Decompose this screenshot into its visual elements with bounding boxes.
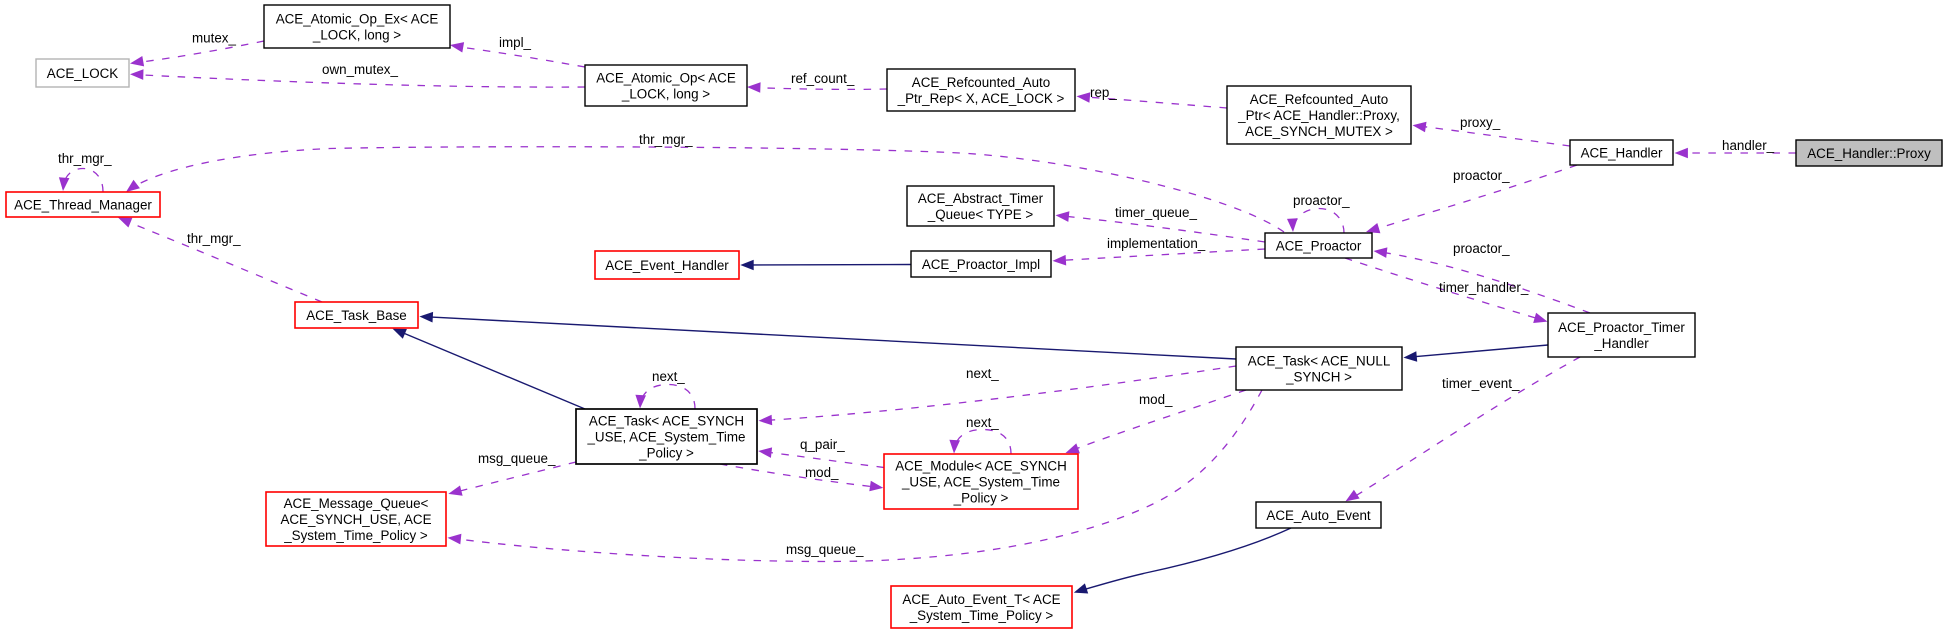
svg-text:_USE, ACE_System_Time: _USE, ACE_System_Time bbox=[586, 429, 745, 444]
svg-text:proactor_: proactor_ bbox=[1453, 168, 1510, 183]
svg-text:timer_handler_: timer_handler_ bbox=[1439, 280, 1529, 295]
svg-text:_Handler: _Handler bbox=[1593, 336, 1649, 351]
svg-text:q_pair_: q_pair_ bbox=[800, 437, 845, 452]
svg-text:ACE_Auto_Event: ACE_Auto_Event bbox=[1266, 508, 1370, 523]
svg-text:own_mutex_: own_mutex_ bbox=[322, 62, 398, 77]
svg-text:ACE_Module< ACE_SYNCH: ACE_Module< ACE_SYNCH bbox=[895, 458, 1067, 473]
svg-text:proactor_: proactor_ bbox=[1293, 193, 1350, 208]
svg-text:_System_Time_Policy >: _System_Time_Policy > bbox=[909, 608, 1054, 623]
svg-text:ACE_Proactor_Impl: ACE_Proactor_Impl bbox=[922, 257, 1040, 272]
svg-text:ref_count_: ref_count_ bbox=[791, 71, 855, 86]
svg-text:next_: next_ bbox=[652, 369, 685, 384]
svg-text:ACE_LOCK: ACE_LOCK bbox=[47, 66, 119, 81]
svg-text:msg_queue_: msg_queue_ bbox=[786, 542, 864, 557]
svg-text:ACE_Atomic_Op_Ex< ACE: ACE_Atomic_Op_Ex< ACE bbox=[276, 11, 439, 26]
svg-text:_System_Time_Policy >: _System_Time_Policy > bbox=[283, 528, 428, 543]
svg-text:timer_queue_: timer_queue_ bbox=[1115, 205, 1197, 220]
svg-text:ACE_Proactor: ACE_Proactor bbox=[1276, 238, 1362, 253]
svg-text:mutex_: mutex_ bbox=[192, 31, 236, 46]
svg-text:_USE, ACE_System_Time: _USE, ACE_System_Time bbox=[901, 474, 1060, 489]
svg-text:_LOCK, long >: _LOCK, long > bbox=[312, 27, 401, 42]
svg-text:proxy_: proxy_ bbox=[1460, 115, 1501, 130]
svg-text:impl_: impl_ bbox=[499, 35, 532, 50]
svg-text:mod_: mod_ bbox=[805, 465, 839, 480]
svg-text:ACE_Refcounted_Auto: ACE_Refcounted_Auto bbox=[912, 75, 1050, 90]
svg-text:thr_mgr_: thr_mgr_ bbox=[187, 231, 241, 246]
svg-text:ACE_SYNCH_USE, ACE: ACE_SYNCH_USE, ACE bbox=[280, 512, 431, 527]
svg-text:_LOCK, long >: _LOCK, long > bbox=[621, 86, 710, 101]
svg-text:mod_: mod_ bbox=[1139, 392, 1173, 407]
svg-text:_Policy >: _Policy > bbox=[953, 490, 1009, 505]
svg-text:_SYNCH >: _SYNCH > bbox=[1285, 369, 1352, 384]
svg-text:ACE_Abstract_Timer: ACE_Abstract_Timer bbox=[918, 191, 1044, 206]
svg-text:_Ptr< ACE_Handler::Proxy,: _Ptr< ACE_Handler::Proxy, bbox=[1237, 108, 1400, 123]
svg-text:_Policy >: _Policy > bbox=[638, 445, 694, 460]
svg-text:_Ptr_Rep< X, ACE_LOCK >: _Ptr_Rep< X, ACE_LOCK > bbox=[897, 91, 1065, 106]
svg-text:ACE_Atomic_Op< ACE: ACE_Atomic_Op< ACE bbox=[596, 70, 736, 85]
svg-text:ACE_Task< ACE_NULL: ACE_Task< ACE_NULL bbox=[1248, 353, 1391, 368]
svg-text:ACE_Thread_Manager: ACE_Thread_Manager bbox=[14, 197, 152, 212]
svg-text:ACE_Message_Queue<: ACE_Message_Queue< bbox=[284, 496, 429, 511]
svg-text:_Queue< TYPE >: _Queue< TYPE > bbox=[927, 207, 1034, 222]
svg-text:msg_queue_: msg_queue_ bbox=[478, 451, 556, 466]
svg-text:ACE_Task< ACE_SYNCH: ACE_Task< ACE_SYNCH bbox=[589, 413, 744, 428]
svg-text:ACE_Handler::Proxy: ACE_Handler::Proxy bbox=[1807, 146, 1931, 161]
svg-text:ACE_Proactor_Timer: ACE_Proactor_Timer bbox=[1558, 320, 1685, 335]
svg-text:ACE_SYNCH_MUTEX >: ACE_SYNCH_MUTEX > bbox=[1245, 124, 1393, 139]
svg-text:timer_event_: timer_event_ bbox=[1442, 376, 1520, 391]
svg-text:thr_mgr_: thr_mgr_ bbox=[58, 151, 112, 166]
svg-text:rep_: rep_ bbox=[1090, 85, 1117, 100]
svg-text:ACE_Auto_Event_T< ACE: ACE_Auto_Event_T< ACE bbox=[902, 592, 1060, 607]
svg-text:ACE_Event_Handler: ACE_Event_Handler bbox=[605, 258, 729, 273]
svg-text:next_: next_ bbox=[966, 415, 999, 430]
svg-text:proactor_: proactor_ bbox=[1453, 241, 1510, 256]
svg-text:handler_: handler_ bbox=[1722, 138, 1775, 153]
svg-text:thr_mgr_: thr_mgr_ bbox=[639, 132, 693, 147]
svg-text:ACE_Task_Base: ACE_Task_Base bbox=[306, 308, 406, 323]
svg-text:ACE_Handler: ACE_Handler bbox=[1581, 145, 1663, 160]
svg-text:next_: next_ bbox=[966, 366, 999, 381]
svg-text:implementation_: implementation_ bbox=[1107, 236, 1206, 251]
svg-text:ACE_Refcounted_Auto: ACE_Refcounted_Auto bbox=[1250, 92, 1388, 107]
